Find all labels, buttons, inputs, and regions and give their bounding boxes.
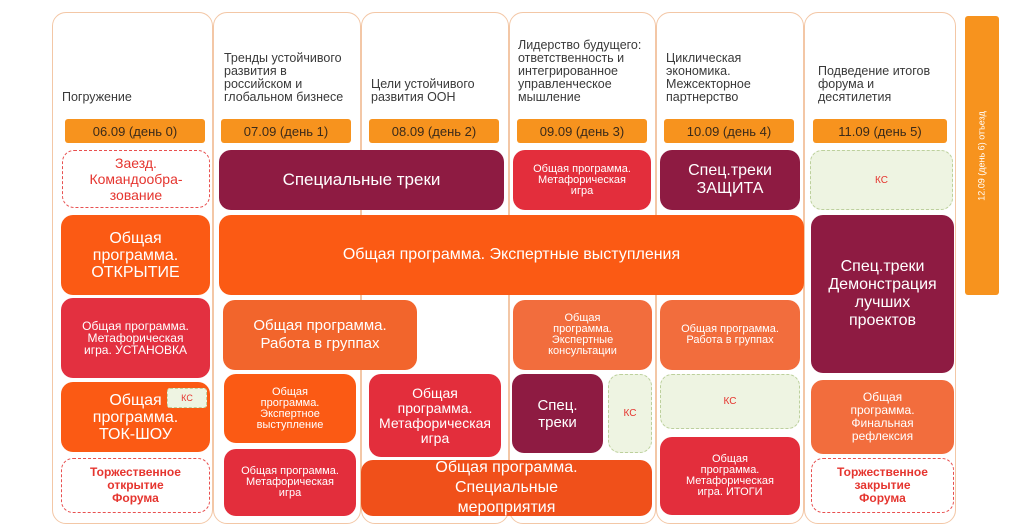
date-day-1: 07.09 (день 1) [221,119,351,143]
group-work-day1-block: Общая программа. Работа в группах [223,300,417,370]
date-day-3: 09.09 (день 3) [517,119,647,143]
column-heading-1: Тренды устойчивого развития в российском… [224,51,344,104]
spec-tracks-protection-block: Спец.треки ЗАЩИТА [660,150,800,210]
metaphor-game-day1-block: Общая программа. Метафорическая игра [224,449,356,516]
date-day-4: 10.09 (день 4) [664,119,794,143]
ks-day0: КС [167,388,207,408]
expert-talks-block: Общая программа. Экспертные выступления [219,215,804,295]
final-reflexion-block: Общая программа. Финальная рефлексия [811,380,954,454]
talk-show-block: Общая программа. ТОК-ШОУ [61,382,210,452]
solemn-closing-block: Торжественное закрытие Форума [811,458,954,513]
column-heading-2: Цели устойчивого развития ООН [371,77,475,104]
column-heading-5: Подведение итогов форума и десятилетия [818,64,931,104]
column-heading-4: Циклическая экономика. Межсекторное парт… [666,51,751,104]
group-work-day4-block: Общая программа. Работа в группах [660,300,800,370]
date-day-2: 08.09 (день 2) [369,119,499,143]
departure-label: 12.09 (день 6) отъезд [976,111,987,201]
arrival-block: Заезд. Командообра-зование [62,150,210,208]
date-day-5: 11.09 (день 5) [813,119,947,143]
departure-bar: 12.09 (день 6) отъезд [965,16,999,295]
spec-tracks-demo-block: Спец.треки Демонстрация лучших проектов [811,215,954,373]
ks-day3: КС [608,374,652,453]
date-day-0: 06.09 (день 0) [65,119,205,143]
column-heading-3: Лидерство будущего: ответственность и ин… [518,38,642,104]
column-heading-0: Погружение [62,90,132,104]
spec-tracks-day3-block: Спец. треки [512,374,603,453]
solemn-opening-block: Торжественное открытие Форума [61,458,210,513]
installation-block: Общая программа. Метафорическая игра. УС… [61,298,210,378]
metaphor-game-day3-block: Общая программа. Метафорическая игра [513,150,651,210]
special-tracks-block: Специальные треки [219,150,504,210]
expert-consult-block: Общая программа. Экспертные консультации [513,300,652,370]
ks-day4: КС [660,374,800,429]
opening-block: Общая программа. ОТКРЫТИЕ [61,215,210,295]
metaphor-game-day2-block: Общая программа. Метафорическая игра [369,374,501,457]
results-block: Общая программа. Метафорическая игра. ИТ… [660,437,800,515]
special-events-block: Общая программа. Специальные мероприятия [361,459,652,516]
expert-talk-day1-block: Общая программа. Экспертное выступление [224,374,356,443]
ks-day5-top: КС [810,150,953,210]
